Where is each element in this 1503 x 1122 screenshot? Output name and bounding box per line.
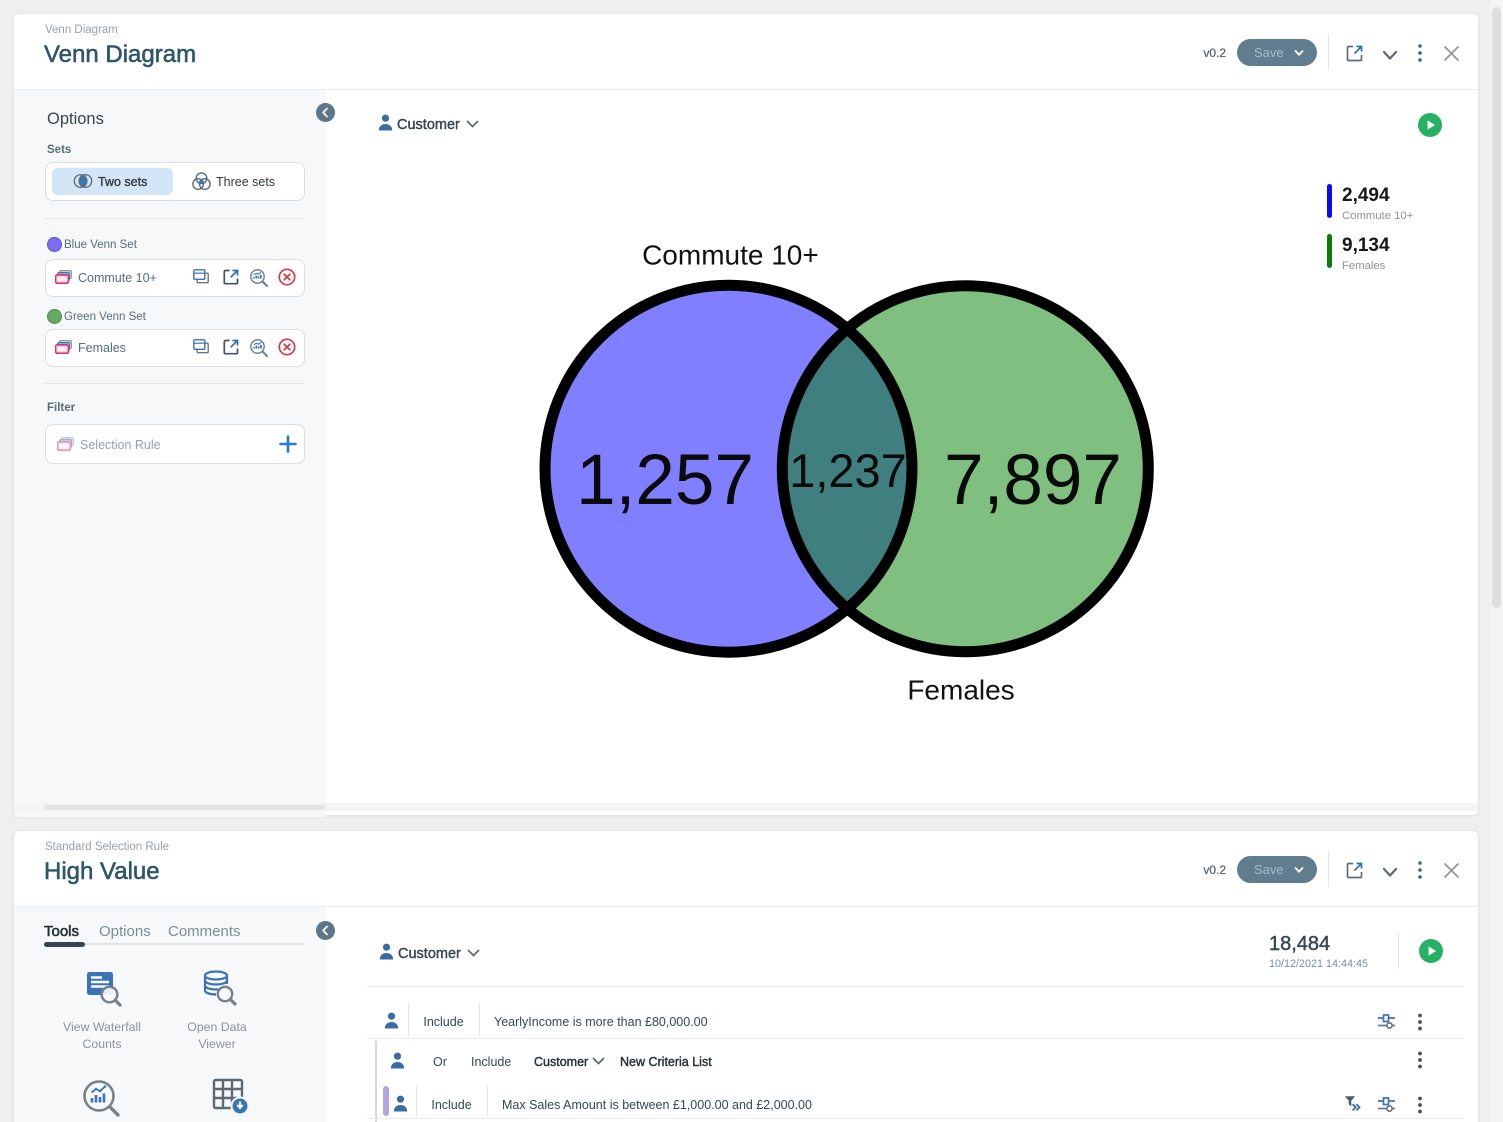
svg-text:Females: Females [907,675,1014,706]
svg-text:1,257: 1,257 [576,441,754,520]
svg-text:1,237: 1,237 [789,444,907,497]
svg-text:7,897: 7,897 [944,441,1122,520]
svg-text:Commute 10+: Commute 10+ [642,240,819,271]
